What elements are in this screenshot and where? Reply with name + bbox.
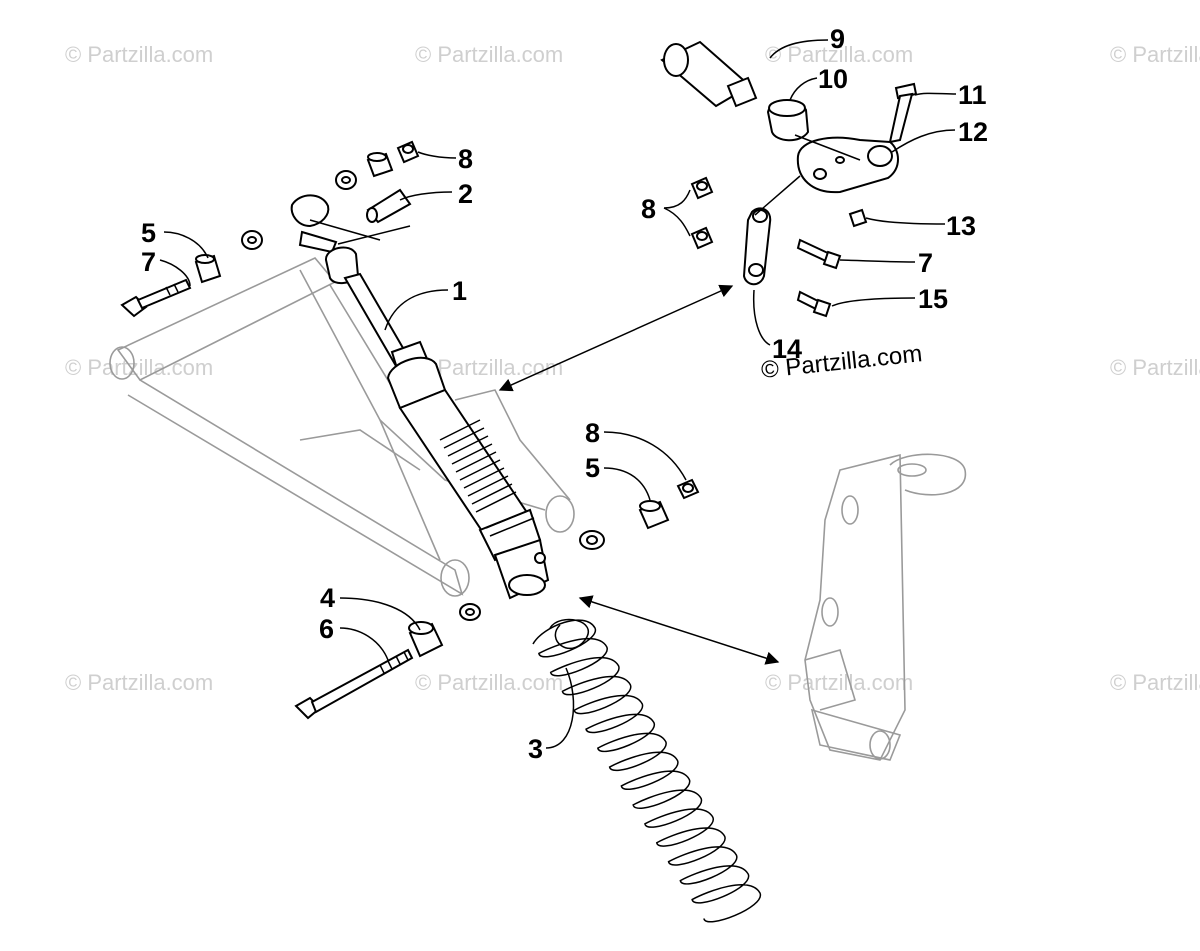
callout-4: 4 <box>320 583 335 613</box>
callout-8-lower: 8 <box>585 418 600 448</box>
double-arrow <box>498 284 734 392</box>
washer <box>579 530 605 550</box>
sleeve <box>638 500 670 530</box>
tie-link <box>742 207 772 286</box>
shock-absorber <box>290 194 550 600</box>
pitman-arm <box>796 136 899 194</box>
callout-2: 2 <box>458 179 473 209</box>
callout-7-left: 7 <box>141 247 156 277</box>
sleeve <box>194 254 222 284</box>
nut <box>690 176 714 200</box>
bushing <box>366 152 394 178</box>
spacer <box>766 99 810 142</box>
callout-7-right: 7 <box>918 248 933 278</box>
callout-10: 10 <box>818 64 848 94</box>
double-arrow <box>578 595 780 665</box>
callout-11: 11 <box>958 80 987 110</box>
callout-1: 1 <box>452 276 467 306</box>
pivot-pin <box>366 188 412 224</box>
nut <box>396 140 420 164</box>
washer <box>335 170 357 190</box>
callout-13: 13 <box>946 211 976 241</box>
nut <box>676 478 700 500</box>
watermark: © Partzilla.com <box>765 42 913 67</box>
callout-8-link: 8 <box>641 194 656 224</box>
washer <box>459 603 481 621</box>
long-bolt <box>294 648 414 720</box>
pitman-bolt <box>888 82 918 144</box>
nut <box>690 226 714 250</box>
lock-nut <box>848 208 868 228</box>
watermark: © Partzilla.com <box>415 42 563 67</box>
watermark: © Partzilla.com <box>65 355 213 380</box>
bushing <box>408 621 444 658</box>
callout-14: 14 <box>772 334 802 364</box>
watermark-group: © Partzilla.com © Partzilla.com © Partzi… <box>65 42 1200 695</box>
upper-bolt <box>120 278 192 318</box>
watermark: © Partzilla.com <box>1110 670 1200 695</box>
coil-spring <box>532 618 761 923</box>
callout-12: 12 <box>958 117 988 147</box>
watermark: © Partzilla.com <box>1110 42 1200 67</box>
watermark: © Partzilla.com <box>65 42 213 67</box>
leader-lines <box>159 39 957 749</box>
steering-knuckle <box>804 453 967 761</box>
watermark: © Partzilla.com <box>415 670 563 695</box>
link-bolt <box>796 290 832 318</box>
callout-9: 9 <box>830 24 845 54</box>
washer <box>241 230 263 250</box>
callout-6: 6 <box>319 614 334 644</box>
steering-post-end <box>660 40 758 108</box>
callout-3: 3 <box>528 734 543 764</box>
callout-5-lower: 5 <box>585 453 600 483</box>
callout-5-upper: 5 <box>141 218 156 248</box>
link-bolt <box>796 238 842 270</box>
watermark: © Partzilla.com <box>65 670 213 695</box>
shock-body-ribs <box>439 419 535 537</box>
callout-15: 15 <box>918 284 948 314</box>
callout-labels: 1 2 3 4 5 5 6 7 7 8 8 8 9 10 11 12 13 14… <box>141 24 988 764</box>
watermark: © Partzilla.com <box>765 670 913 695</box>
watermark: © Partzilla.com <box>1110 355 1200 380</box>
callout-8-top: 8 <box>458 144 473 174</box>
